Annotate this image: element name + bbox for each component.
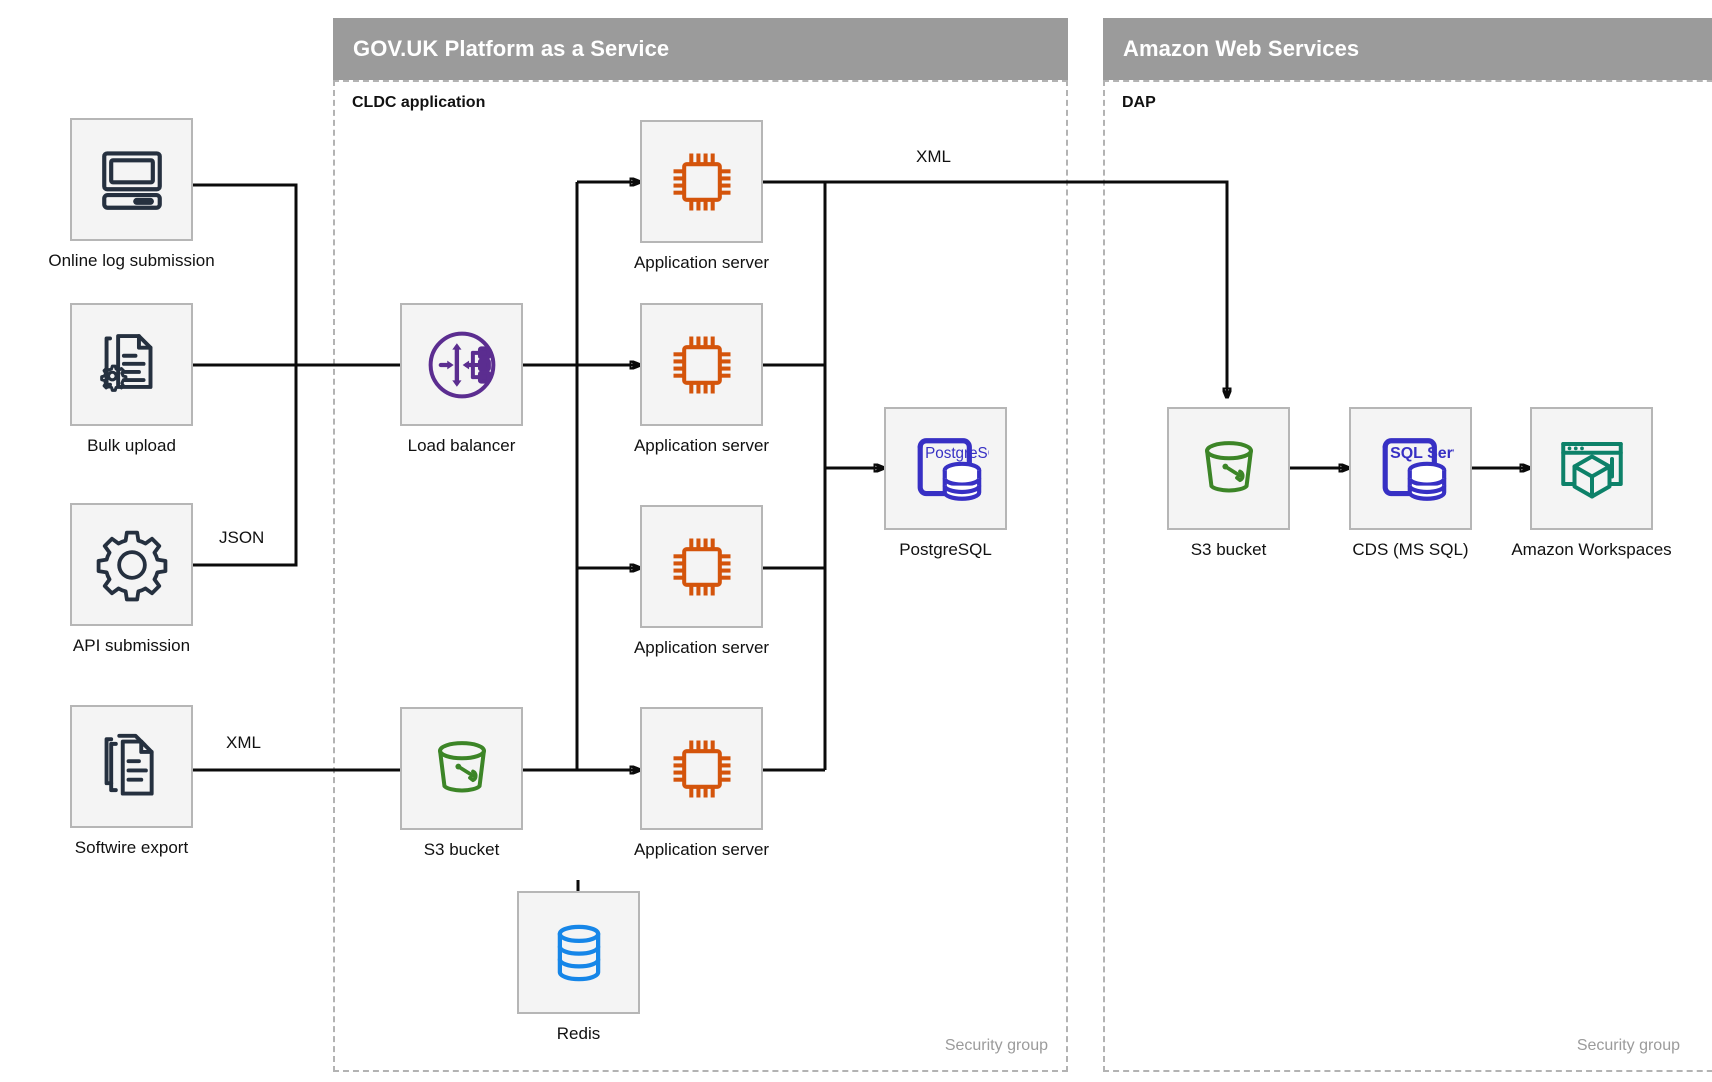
group-header-paas: GOV.UK Platform as a Service xyxy=(333,18,1068,80)
gear-icon xyxy=(96,530,167,601)
group-subtitle-dap: DAP xyxy=(1122,94,1156,111)
security-group-label-paas: Security group xyxy=(944,1037,1048,1054)
edge-label-json: JSON xyxy=(215,528,269,548)
security-group-box-paas xyxy=(333,80,1068,1072)
node-app-server-4[interactable]: Application server xyxy=(634,707,769,859)
node-label: Softwire export xyxy=(74,838,189,857)
edge-label-xml-export: XML xyxy=(912,147,955,167)
node-label: Redis xyxy=(556,1024,601,1043)
security-group-label-aws: Security group xyxy=(1576,1037,1680,1054)
node-online-log-submission[interactable]: Online log submission xyxy=(48,118,215,270)
node-app-server-3[interactable]: Application server xyxy=(634,505,769,657)
node-redis[interactable]: Redis xyxy=(517,891,640,1043)
node-cds-ms-sql[interactable]: SQL Server CDS (MS SQL) xyxy=(1349,407,1472,559)
node-label: Online log submission xyxy=(48,251,215,270)
s3-bucket-icon xyxy=(437,740,486,792)
node-label: PostgreSQL xyxy=(899,540,992,559)
edge-label-xml-source: XML xyxy=(222,733,265,753)
node-postgresql[interactable]: PostgreSQL PostgreSQL xyxy=(884,407,1007,559)
node-label: Application server xyxy=(633,436,770,455)
node-label: Application server xyxy=(633,253,770,272)
document-gear-icon xyxy=(99,333,152,392)
sql-server-icon: SQL Server xyxy=(1382,437,1454,501)
node-api-submission[interactable]: API submission xyxy=(70,503,193,655)
cpu-chip-icon xyxy=(673,336,730,393)
group-title-aws: Amazon Web Services xyxy=(1123,36,1360,61)
node-label: Load balancer xyxy=(407,436,516,455)
node-label: Bulk upload xyxy=(87,436,176,455)
node-label: API submission xyxy=(72,636,191,655)
s3-bucket-icon xyxy=(1204,440,1253,492)
amazon-workspaces-icon xyxy=(1560,441,1623,498)
node-amazon-workspaces[interactable]: Amazon Workspaces xyxy=(1511,407,1672,559)
node-label: CDS (MS SQL) xyxy=(1352,540,1469,559)
node-s3-bucket-aws[interactable]: S3 bucket xyxy=(1167,407,1290,559)
security-group-box-aws xyxy=(1103,80,1712,1072)
node-label: Application server xyxy=(633,638,770,657)
group-subtitle-cldc: CLDC application xyxy=(352,94,486,111)
desktop-computer-icon xyxy=(101,150,162,210)
node-app-server-1[interactable]: Application server xyxy=(634,120,769,272)
postgresql-badge-text: PostgreSQL xyxy=(925,444,989,461)
node-label: S3 bucket xyxy=(1190,540,1267,559)
cpu-chip-icon xyxy=(673,153,730,210)
cpu-chip-icon xyxy=(673,538,730,595)
node-label: Application server xyxy=(633,840,770,859)
postgresql-icon: PostgreSQL xyxy=(917,437,989,501)
node-s3-bucket-paas[interactable]: S3 bucket xyxy=(400,707,523,859)
database-cylinder-icon xyxy=(557,924,600,981)
group-title-paas: GOV.UK Platform as a Service xyxy=(353,36,670,61)
node-load-balancer[interactable]: Load balancer xyxy=(400,303,523,455)
node-bulk-upload[interactable]: Bulk upload xyxy=(70,303,193,455)
node-app-server-2[interactable]: Application server xyxy=(634,303,769,455)
group-header-aws: Amazon Web Services xyxy=(1103,18,1712,80)
sql-server-badge-text: SQL Server xyxy=(1390,444,1454,461)
node-softwire-export[interactable]: Softwire export xyxy=(70,705,193,857)
node-label: Amazon Workspaces xyxy=(1511,540,1672,559)
load-balancer-icon xyxy=(428,331,495,398)
documents-stack-icon xyxy=(104,733,154,796)
node-label: S3 bucket xyxy=(423,840,500,859)
cpu-chip-icon xyxy=(673,740,730,797)
